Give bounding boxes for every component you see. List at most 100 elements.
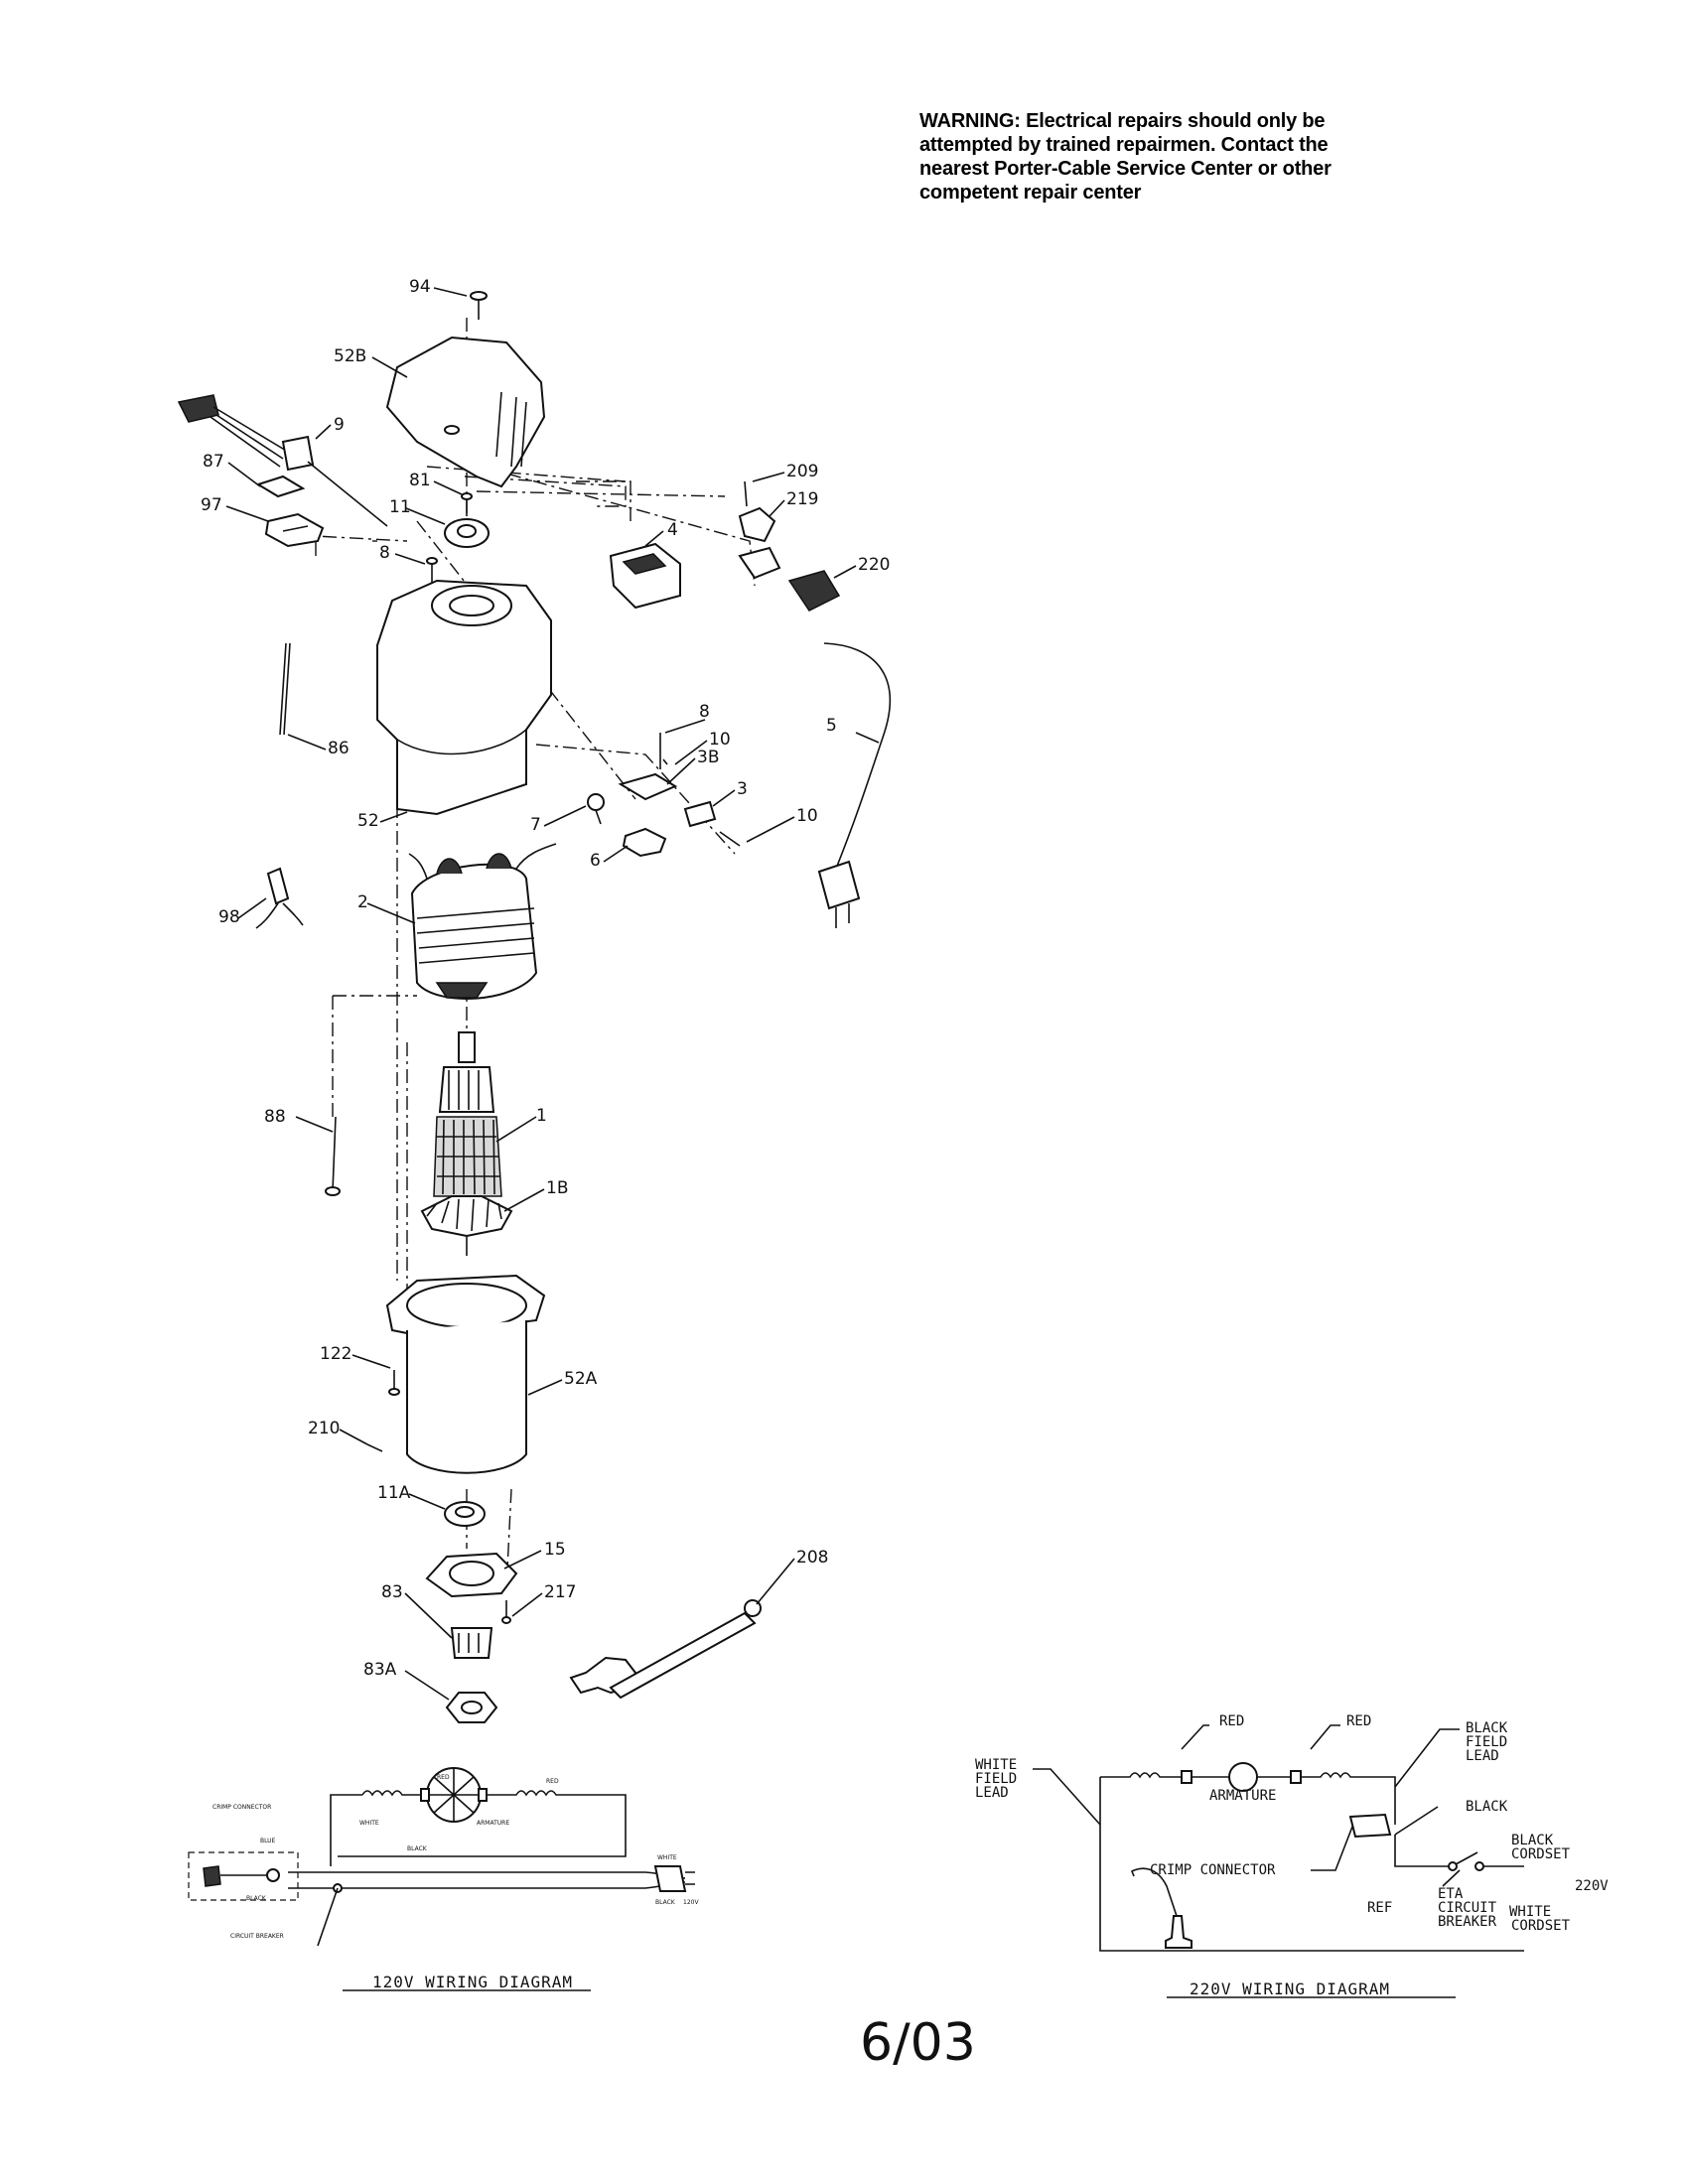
label-217: 217 [544,1582,576,1602]
wire-label-black-field-1: BLACK [1466,1720,1508,1736]
strain-relief-220 [738,546,841,612]
wire-label-white-field-2: FIELD [975,1771,1017,1787]
screw-217 [501,1600,511,1624]
label-1B: 1B [546,1178,568,1198]
label-8-mid: 8 [699,702,710,722]
label-11: 11 [389,497,411,517]
label-220: 220 [858,555,890,575]
label-2: 2 [357,892,368,912]
collet-83 [450,1627,493,1659]
label-97: 97 [201,495,222,515]
collet-nut-83A [445,1692,498,1723]
wire-label-blue: BLUE [260,1838,276,1844]
wiring-120v-title: 120V WIRING DIAGRAM [372,1973,573,1991]
warning-line: competent repair center [919,182,1142,204]
label-122: 122 [320,1344,351,1364]
label-5: 5 [826,716,837,736]
wire-label-volt-220: 220V [1575,1878,1609,1894]
warning-line: attempted by trained repairmen. Contact … [919,134,1329,156]
assembly-guide-lines [315,318,756,1589]
screw-210 [366,1443,383,1452]
label-81: 81 [409,471,431,490]
switch-4 [609,542,681,610]
label-219: 219 [786,489,818,509]
clip-6 [622,827,667,858]
wire-label-circuit-breaker: CIRCUIT BREAKER [230,1933,284,1940]
switch-assembly-9 [177,394,388,527]
wire-label-crimp: CRIMP CONNECTOR [212,1804,271,1811]
motor-housing-52 [376,579,552,816]
wire-label-red-left: RED [437,1774,450,1781]
wire-label-red-left-220: RED [1219,1713,1244,1729]
wire-label-eta-2: CIRCUIT [1438,1900,1497,1916]
label-15: 15 [544,1540,566,1560]
label-3B: 3B [697,748,719,767]
wire-label-armature-220: ARMATURE [1209,1788,1276,1804]
label-7: 7 [530,815,541,835]
bearing-retainer-15 [425,1552,518,1598]
label-1: 1 [536,1106,547,1126]
label-6: 6 [590,851,601,871]
leader-lines [225,287,880,1701]
fan-1B [420,1195,513,1256]
plate-87 [255,475,306,498]
wire-label-red-right: RED [546,1778,559,1785]
screw-10 [719,831,741,847]
wire-label-black-220: BLACK [1466,1799,1508,1815]
label-9: 9 [334,415,345,435]
wiring-diagram-120v: RED RED ARMATURE WHITE CRIMP CONNECTOR B… [188,1767,699,1991]
label-98: 98 [218,907,240,927]
label-52A: 52A [564,1369,598,1389]
bracket-97 [264,512,325,548]
wire-label-armature: ARMATURE [477,1820,509,1827]
wire-label-white-cord: WHITE [657,1854,677,1861]
motor-cap-52B [385,336,546,488]
wire-label-black-bottom: BLACK [246,1895,267,1902]
label-52: 52 [357,811,379,831]
armature-1 [433,1031,502,1197]
wire-label-white: WHITE [359,1820,379,1827]
label-88: 88 [264,1107,286,1127]
wire-label-crimp-220: CRIMP CONNECTOR [1150,1862,1276,1878]
screw-8-top [426,557,438,586]
wire-label-white-cordset-1: WHITE [1509,1904,1551,1920]
label-210: 210 [308,1419,340,1438]
brush-holder-3B [618,733,678,801]
label-10-low: 10 [796,806,818,826]
field-2 [408,843,557,1000]
brush-3 [683,800,717,828]
label-86: 86 [328,739,350,758]
wire-label-black-cordset-2: CORDSET [1511,1846,1571,1862]
part-labels: 94 52B 9 87 97 81 11 8 209 219 4 220 86 … [201,277,890,1680]
wire-label-ref: REF [1367,1900,1392,1916]
wire-label-eta-3: BREAKER [1438,1914,1497,1930]
cable-tie-86 [279,642,291,736]
bearing-11A [444,1501,486,1527]
label-209: 209 [786,462,818,481]
label-3: 3 [737,779,748,799]
label-208: 208 [796,1548,828,1568]
wiring-diagram-220v: RED RED ARMATURE WHITE FIELD LEAD BLACK … [975,1713,1609,1998]
label-8-top: 8 [379,543,390,563]
label-11A: 11A [377,1483,411,1503]
wire-label-red-right-220: RED [1346,1713,1371,1729]
wiring-220v-title: 220V WIRING DIAGRAM [1190,1979,1390,1998]
wire-label-black-cord: BLACK [655,1899,676,1906]
wire-label-volt: 120V [683,1899,699,1906]
spring-7 [587,793,605,825]
screw-94 [470,291,488,320]
clamp-219 [738,480,776,543]
power-cord-5 [817,642,892,928]
screw-81 [461,492,473,516]
wire-label-white-field-1: WHITE [975,1757,1017,1773]
screw-122 [388,1370,400,1396]
label-83: 83 [381,1582,403,1602]
label-52B: 52B [334,346,366,366]
label-83A: 83A [363,1660,397,1680]
wire-label-black-field-2: FIELD [1466,1734,1507,1750]
label-94: 94 [409,277,431,297]
label-4: 4 [667,520,678,540]
wire-label-black-top: BLACK [407,1845,428,1852]
